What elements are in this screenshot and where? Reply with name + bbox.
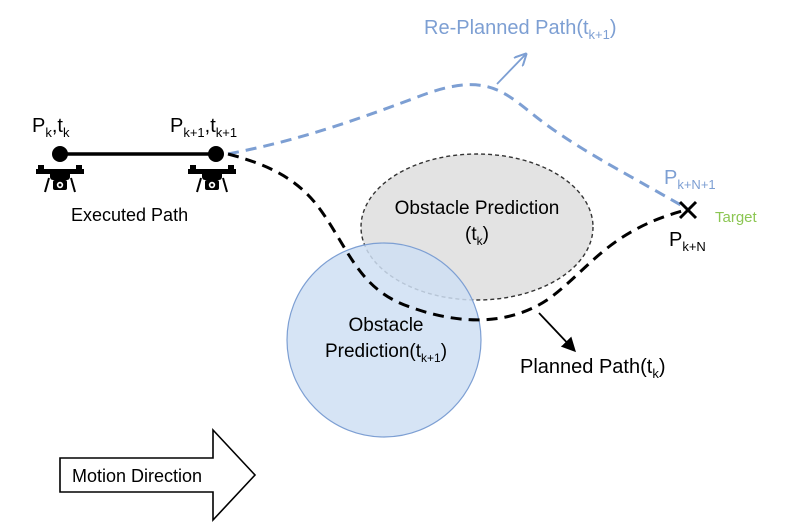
- planned-path: [227, 152, 687, 322]
- label-executed-path: Executed Path: [71, 205, 188, 225]
- label-obstacle-tk-line1: Obstacle Prediction: [395, 198, 560, 219]
- label-obstacle-tk-line2: (tk): [465, 224, 489, 248]
- planned-arrow: [538, 312, 576, 353]
- target-cross-icon: [678, 200, 698, 220]
- label-replanned-path: Re-Planned Path(tk+1): [424, 17, 617, 42]
- waypoint-pk: [52, 146, 68, 162]
- label-planned-path: Planned Path(tk): [520, 356, 666, 381]
- obstacle-prediction-tk1-circle: [286, 242, 482, 438]
- label-pkn: Pk+N: [669, 229, 706, 254]
- label-target: Target: [715, 209, 758, 226]
- motion-arrow-icon: [59, 427, 257, 523]
- label-pk1-tk1: Pk+1,tk+1: [170, 115, 237, 140]
- drone-icon: [35, 164, 85, 193]
- waypoint-pk1: [208, 146, 224, 162]
- replanned-path: [227, 83, 687, 210]
- replanned-arrow: [496, 55, 525, 85]
- label-obstacle-tk1-line1: Obstacle: [349, 315, 424, 336]
- label-pkn1: Pk+N+1: [664, 167, 716, 192]
- label-motion-direction: Motion Direction: [72, 466, 202, 486]
- label-obstacle-tk1-line2: Prediction(tk+1): [325, 341, 447, 365]
- label-pk-tk: Pk,tk: [32, 115, 70, 140]
- drone-icon: [187, 164, 237, 193]
